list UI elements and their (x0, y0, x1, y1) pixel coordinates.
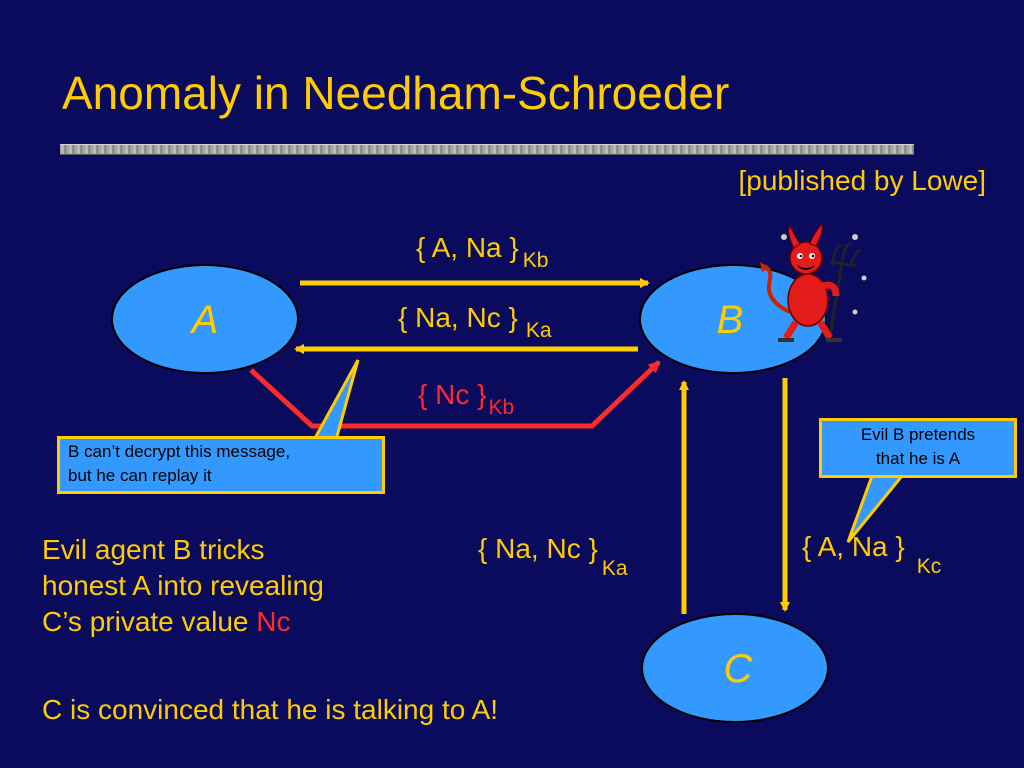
explanation-line-2: honest A into revealing (42, 570, 324, 601)
note-pretends-line-2: that he is A (875, 449, 961, 468)
node-c-label: C (724, 647, 754, 691)
message-4-label: { Na, Nc }Ka (478, 533, 628, 580)
node-a-label: A (190, 298, 219, 342)
title-divider (60, 144, 914, 155)
note-replay-line-1: B can’t decrypt this message, (68, 442, 291, 461)
explanation-line-3-prefix: C’s private value (42, 606, 257, 637)
conclusion-text: C is convinced that he is talking to A! (42, 694, 499, 725)
node-c: C (641, 613, 829, 723)
explanation-line-3: C’s private value Nc (42, 604, 324, 640)
credit-text: [published by Lowe] (738, 165, 986, 196)
message-3-label: { Nc }Kb (418, 379, 514, 419)
nonce-highlight: Nc (256, 606, 291, 637)
message-2-label: { Na, Nc }Ka (398, 302, 552, 342)
message-5-label: { A, Na }Kc (802, 531, 941, 578)
message-1-label: { A, Na }Kb (416, 232, 548, 272)
note-replay: B can’t decrypt this message, but he can… (57, 436, 385, 494)
slide-title: Anomaly in Needham-Schroeder (62, 67, 730, 119)
note-pretends: Evil B pretends that he is A (819, 418, 1017, 478)
note-replay-line-2: but he can replay it (68, 466, 212, 485)
replay-arrow-a-to-b (249, 360, 661, 429)
note-pretends-line-1: Evil B pretends (860, 425, 976, 444)
explanation-line-1: Evil agent B tricks (42, 534, 265, 565)
devil-icon (760, 222, 867, 342)
node-a: A (111, 264, 299, 374)
node-b-label: B (717, 298, 744, 342)
explanation-text: Evil agent B tricks honest A into reveal… (42, 532, 324, 640)
node-b: B (639, 264, 827, 374)
